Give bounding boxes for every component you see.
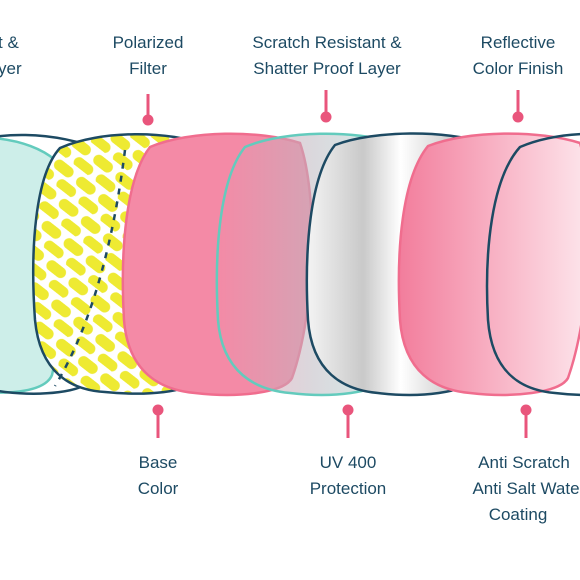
connector-dot <box>512 111 524 123</box>
bottom-connectors <box>152 404 532 438</box>
label-scratch-resistant: Scratch Resistant & Shatter Proof Layer <box>252 33 402 78</box>
label-reflective-finish: Reflective Color Finish <box>472 33 564 78</box>
label-layer-cutoff: t & yer <box>0 33 22 78</box>
top-connectors <box>142 90 524 126</box>
connector-dot <box>152 404 164 416</box>
lens-reflective-finish <box>397 132 580 397</box>
label-base-color: Base Color <box>137 453 179 498</box>
label-polarized-filter: Polarized Filter <box>112 33 184 78</box>
connector-dot <box>520 404 532 416</box>
lens-anti-scratch-coating <box>485 132 580 397</box>
polarized-seam <box>53 149 127 387</box>
label-anti-scratch-coating: Anti Scratch Anti Salt Wate Coating <box>472 453 580 524</box>
connector-dot <box>320 111 332 123</box>
connector-dot <box>342 404 354 416</box>
label-uv400: UV 400 Protection <box>309 453 387 498</box>
connector-dot <box>142 114 154 126</box>
